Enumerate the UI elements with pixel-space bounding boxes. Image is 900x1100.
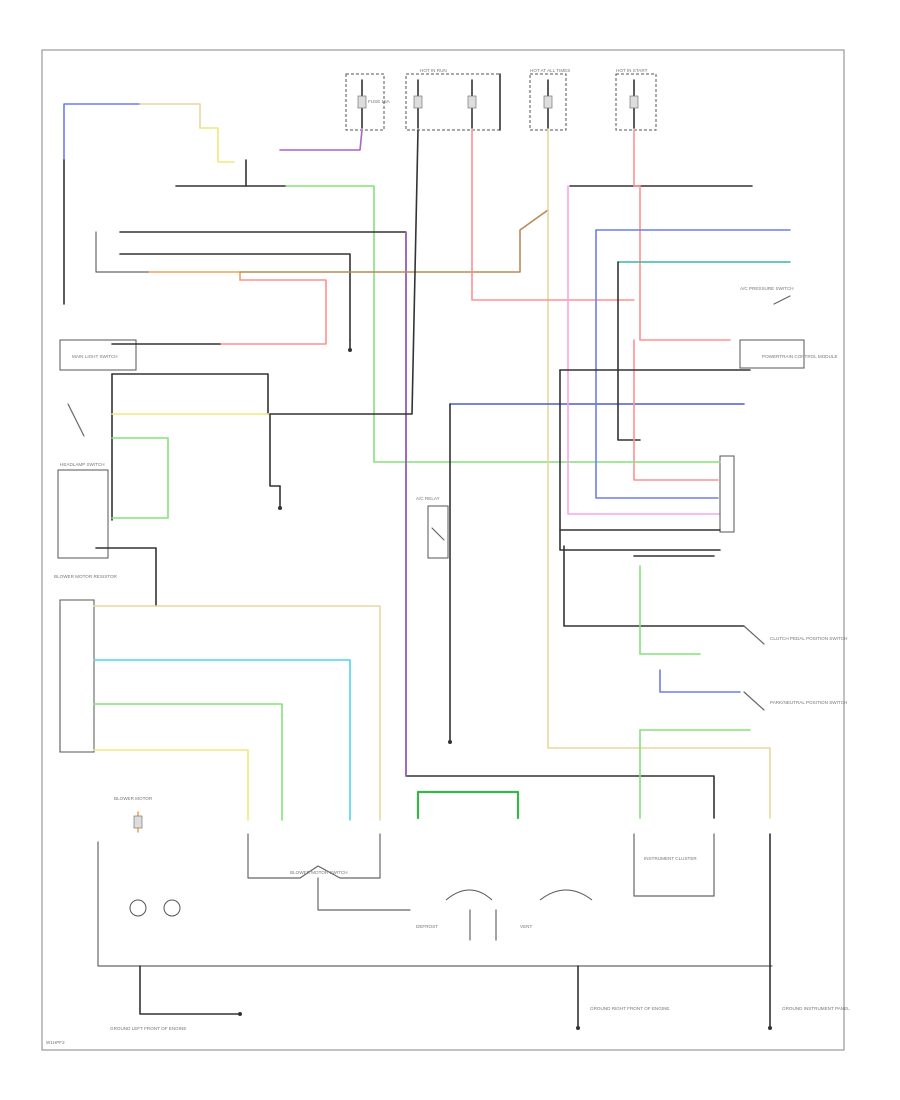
wire-dk-blu-top bbox=[63, 103, 141, 161]
fuse-left-label: FUSE 15A bbox=[368, 99, 391, 104]
wire-tan-center bbox=[547, 129, 771, 819]
ground-symbol-bottom-left bbox=[238, 1012, 242, 1016]
blower-fuse bbox=[133, 815, 143, 829]
wire-blk-blower bbox=[95, 547, 157, 607]
fuse-block-left: FUSE 15A bbox=[345, 73, 391, 131]
connector-right bbox=[719, 455, 735, 533]
wire-lt-blu-bottom bbox=[659, 669, 741, 693]
main-light-switch-box bbox=[59, 339, 137, 371]
wire-lt-blu-right-2 bbox=[595, 229, 719, 499]
ground-right-label: GROUND RIGHT FRONT OF ENGINE bbox=[590, 1006, 669, 1011]
wire-lt-blu-blower bbox=[93, 659, 351, 821]
wire-pnk-right bbox=[567, 185, 721, 515]
fuse-block-right: HOT AT ALL TIMES bbox=[529, 68, 570, 131]
wire-gry-left bbox=[95, 231, 149, 273]
wire-red-left bbox=[219, 279, 327, 345]
ground-symbol-left-2 bbox=[278, 485, 282, 510]
blower-motor-2 bbox=[163, 899, 181, 917]
blower-motor-resistor-box bbox=[59, 599, 95, 753]
wire-ground-bus bbox=[97, 841, 773, 967]
wire-tan-blower bbox=[93, 605, 381, 821]
main-light-switch-label: MAIN LIGHT SWITCH bbox=[72, 354, 118, 359]
pcm-label: POWERTRAIN CONTROL MODULE bbox=[762, 354, 838, 359]
wire-lt-grn-right-2 bbox=[639, 565, 701, 655]
ground-left-label: GROUND LEFT FRONT OF ENGINE bbox=[110, 1026, 186, 1031]
ac-demand-switch: DEFROST VENT bbox=[416, 889, 593, 941]
wire-blk-switch-2 bbox=[119, 253, 351, 341]
blower-motor-1 bbox=[129, 899, 147, 917]
hot-at-all-times-label: HOT AT ALL TIMES bbox=[530, 68, 570, 73]
wire-blk-mls-2 bbox=[111, 373, 269, 415]
wire-lt-grn-mls bbox=[111, 437, 169, 519]
footer-code: W1HPF2 bbox=[46, 1040, 65, 1045]
blower-motor-resistor-label: BLOWER MOTOR RESISTOR bbox=[54, 574, 118, 579]
wire-gry-bottom-right bbox=[633, 833, 715, 897]
blower-motor-label: BLOWER MOTOR bbox=[114, 796, 153, 801]
wire-tan-top bbox=[139, 103, 201, 129]
park-neutral-label: PARK/NEUTRAL POSITION SWITCH bbox=[770, 700, 847, 705]
wire-brn-long bbox=[239, 209, 549, 273]
wire-vio-top bbox=[279, 129, 363, 151]
instrument-cluster-label: INSTRUMENT CLUSTER bbox=[644, 856, 697, 861]
wire-lt-grn-long bbox=[285, 185, 621, 463]
wire-red-center bbox=[471, 129, 635, 301]
wire-blk-right-4 bbox=[559, 369, 721, 551]
fuse-block-mid: HOT IN RUN bbox=[405, 68, 501, 131]
wire-ground-left bbox=[139, 965, 241, 1015]
wire-blk-right-mid bbox=[617, 261, 641, 441]
vent-label: VENT bbox=[520, 924, 532, 929]
ground-symbol-bottom-right-2 bbox=[768, 1026, 772, 1030]
ac-pressure-switch-label: A/C PRESSURE SWITCH bbox=[740, 286, 794, 291]
pcm-box bbox=[739, 339, 805, 369]
wire-red-right bbox=[633, 129, 731, 341]
hot-in-run-label: HOT IN RUN bbox=[420, 68, 447, 73]
wire-lt-grn-blower bbox=[93, 703, 283, 821]
ground-symbol-left-1 bbox=[348, 339, 352, 352]
wire-blk-switch-1 bbox=[119, 231, 715, 819]
clutch-pedal-label: CLUTCH PEDAL POSITION SWITCH bbox=[770, 636, 847, 641]
headlamp-switch-label: HEADLAMP SWITCH bbox=[60, 462, 105, 467]
diagram-border bbox=[41, 49, 845, 1051]
defrost-label: DEFROST bbox=[416, 924, 438, 929]
hot-in-start-label: HOT IN START bbox=[616, 68, 648, 73]
blower-motor-switch-label: BLOWER MOTOR SWITCH bbox=[290, 870, 348, 875]
wire-red-right-2 bbox=[633, 339, 719, 481]
fuse-block-far-right: HOT IN START bbox=[615, 68, 657, 131]
wire-gry-switch-2 bbox=[317, 877, 411, 911]
ground-instrument-label: GROUND INSTRUMENT PANEL bbox=[782, 1006, 850, 1011]
ground-symbol-bottom-right-1 bbox=[576, 1026, 580, 1030]
wire-blk-fuse-mid bbox=[269, 129, 419, 415]
wire-grn-bottom bbox=[416, 790, 520, 820]
wire-yel-blower bbox=[93, 749, 249, 821]
ground-symbol-center bbox=[448, 740, 452, 744]
headlamp-switch-box bbox=[57, 469, 109, 559]
ac-relay-label: A/C RELAY bbox=[416, 496, 440, 501]
wire-blk-ground-a bbox=[269, 413, 281, 487]
wire-yel-top bbox=[199, 127, 235, 163]
ac-relay-box bbox=[427, 505, 449, 559]
wire-org bbox=[147, 271, 241, 281]
wire-blk-right-6 bbox=[563, 545, 745, 627]
wire-gry-switch bbox=[247, 833, 381, 879]
